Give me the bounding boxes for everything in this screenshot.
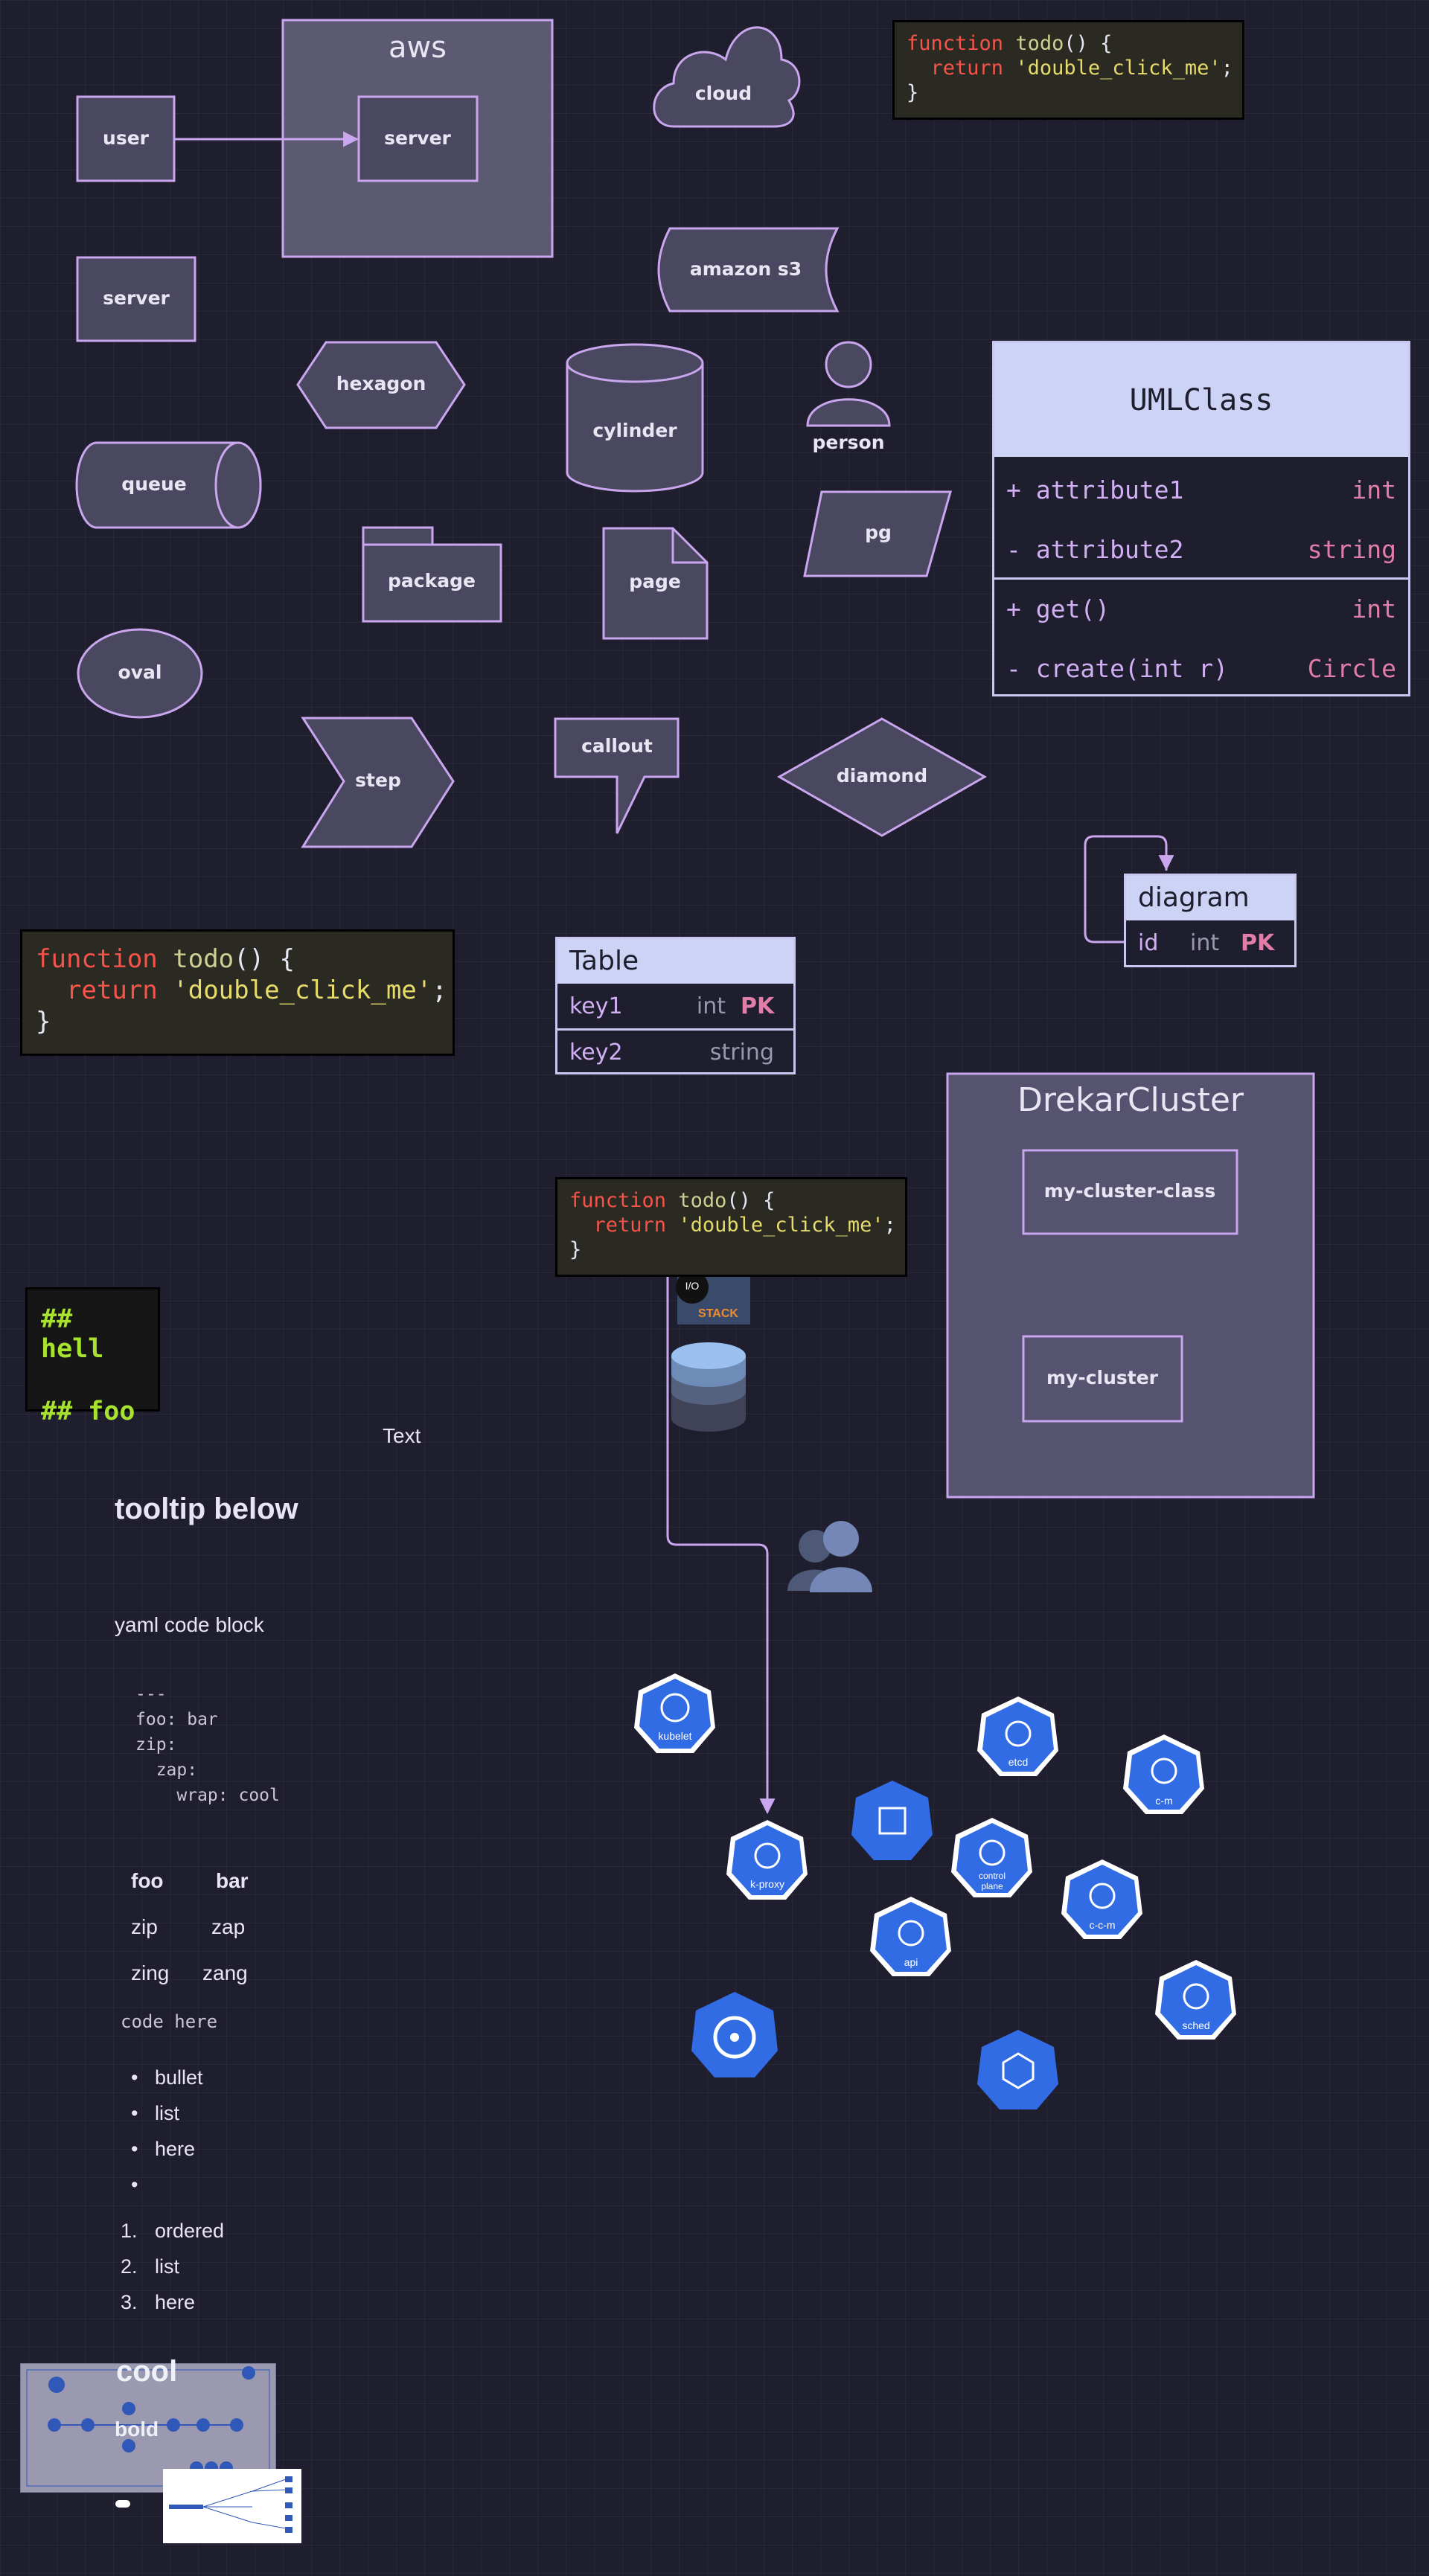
amazon-s3-node[interactable]: amazon s3 [657, 227, 840, 313]
diagram-table-title: diagram [1126, 876, 1294, 920]
user-node[interactable]: user [76, 95, 176, 182]
server-node-2[interactable]: server [76, 256, 196, 342]
server-node[interactable]: server [357, 95, 479, 182]
svg-text:user: user [103, 127, 150, 149]
svg-text:my-cluster: my-cluster [1046, 1367, 1159, 1388]
c-m-icon: c-m [1123, 1734, 1204, 1814]
sql-table[interactable]: Table key1 int PK key2 string [555, 937, 796, 1074]
uml-title: UMLClass [994, 343, 1408, 457]
stack-layers-icon [851, 1781, 933, 1860]
uml-row-4: - create(int r)Circle [1006, 653, 1396, 683]
svg-text:oval: oval [118, 661, 162, 683]
my-cluster-node[interactable]: my-cluster [1022, 1335, 1183, 1423]
svg-text:DrekarCluster: DrekarCluster [1017, 1081, 1244, 1119]
page-node[interactable]: page [602, 527, 709, 640]
queue-node[interactable]: queue [75, 441, 262, 529]
markdown-line-1: ## hell [41, 1304, 104, 1364]
uml-row-3: + get()int [1006, 594, 1396, 624]
api-icon: api [870, 1897, 951, 1976]
person-node[interactable]: person [806, 341, 891, 453]
drekar-cluster-container[interactable]: DrekarCluster [946, 1072, 1315, 1499]
svg-text:sched: sched [1182, 2019, 1209, 2031]
users-icon [787, 1521, 872, 1592]
code-block-3[interactable]: function todo() { return 'double_click_m… [555, 1177, 907, 1277]
diamond-node[interactable]: diamond [776, 717, 988, 837]
thumbnail-pill-icon [115, 2500, 130, 2508]
svg-text:package: package [388, 570, 476, 592]
svg-text:aws: aws [389, 31, 447, 65]
etcd-icon: etcd [977, 1696, 1058, 1776]
my-cluster-class-node[interactable]: my-cluster-class [1022, 1149, 1238, 1235]
database-icon [671, 1342, 746, 1432]
diagram-table-row: id int PK [1138, 929, 1275, 956]
sql-table-row-1: key1 int PK [557, 984, 793, 1031]
diagram-thumbnail-image-2 [163, 2469, 301, 2543]
svg-text:server: server [103, 287, 170, 309]
k-proxy-icon: k-proxy [726, 1820, 808, 1900]
cube-icon [977, 2030, 1058, 2109]
loose-text[interactable]: Text [383, 1424, 421, 1447]
code-block-1[interactable]: function todo() { return 'double_click_m… [892, 20, 1244, 120]
pg-node[interactable]: pg [803, 490, 952, 577]
control-plane-icon: control plane [951, 1818, 1032, 1897]
kubernetes-helm-icon [691, 1992, 778, 2077]
sql-table-row-2: key2 string [569, 1039, 774, 1066]
package-node[interactable]: package [362, 526, 502, 623]
md-bullet-list: •bullet •list •here • [131, 2066, 203, 2196]
svg-text:queue: queue [121, 473, 186, 495]
svg-text:page: page [629, 571, 681, 592]
svg-text:plane: plane [981, 1881, 1003, 1891]
svg-text:kubelet: kubelet [658, 1730, 691, 1742]
code-to-kproxy-edge[interactable] [666, 1274, 776, 1815]
md-heading: tooltip below [115, 1493, 298, 1525]
md-big-bold: bold [115, 2418, 159, 2441]
svg-text:c-c-m: c-c-m [1090, 1919, 1116, 1931]
diagram-table[interactable]: diagram id int PK [1124, 874, 1297, 967]
cylinder-node[interactable]: cylinder [566, 343, 704, 493]
step-node[interactable]: step [301, 717, 455, 848]
hexagon-node[interactable]: hexagon [296, 341, 466, 429]
cloud-node[interactable]: cloud [653, 26, 801, 128]
svg-text:k-proxy: k-proxy [750, 1878, 784, 1890]
svg-text:I/O: I/O [685, 1280, 700, 1292]
sql-table-title: Table [557, 939, 793, 984]
svg-text:diamond: diamond [837, 765, 927, 786]
svg-text:callout: callout [581, 735, 653, 757]
svg-text:api: api [904, 1956, 918, 1968]
callout-node[interactable]: callout [554, 717, 680, 834]
sched-icon: sched [1155, 1960, 1236, 2040]
svg-text:etcd: etcd [1008, 1756, 1028, 1768]
svg-text:c-m: c-m [1155, 1795, 1172, 1807]
md-yaml-code: --- foo: bar zip: zap: wrap: cool [135, 1685, 280, 1805]
svg-text:step: step [355, 769, 401, 791]
md-inline-code: code here [121, 2011, 218, 2032]
md-big-cool: cool [116, 2355, 178, 2388]
svg-text:person: person [812, 432, 884, 453]
code-block-2[interactable]: function todo() { return 'double_click_m… [20, 929, 455, 1056]
svg-text:server: server [384, 127, 451, 149]
markdown-dark-block[interactable]: ## hell ## foo [25, 1287, 160, 1426]
md-paragraph: yaml code block [115, 1613, 264, 1636]
svg-text:cylinder: cylinder [592, 420, 677, 441]
oval-node[interactable]: oval [77, 628, 203, 719]
uml-divider [994, 577, 1408, 580]
svg-text:STACK: STACK [698, 1307, 738, 1320]
svg-text:amazon s3: amazon s3 [690, 258, 802, 280]
svg-text:control: control [979, 1871, 1006, 1881]
svg-text:pg: pg [865, 522, 892, 543]
svg-text:cloud: cloud [695, 83, 752, 104]
md-ordered-list: 1.ordered 2.list 3.here [121, 2220, 225, 2313]
markdown-line-2: ## foo [41, 1397, 135, 1426]
diagram-self-edge[interactable] [1084, 835, 1168, 943]
c-c-m-icon: c-c-m [1061, 1859, 1142, 1939]
svg-text:my-cluster-class: my-cluster-class [1044, 1180, 1215, 1202]
kubelet-icon: kubelet [634, 1673, 715, 1753]
svg-text:hexagon: hexagon [336, 373, 426, 394]
